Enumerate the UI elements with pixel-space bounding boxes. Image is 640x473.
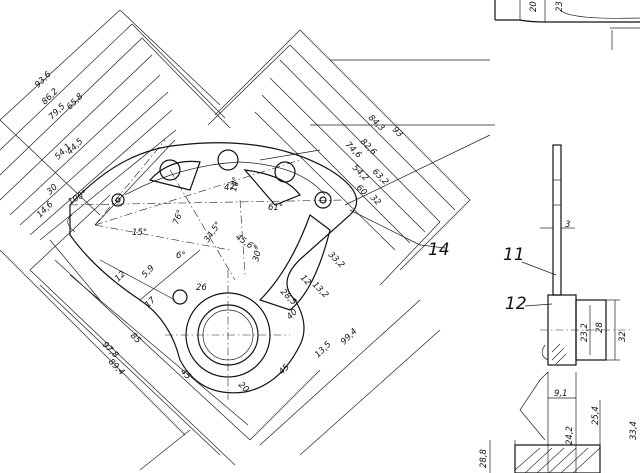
side-dim-28: 28 bbox=[595, 322, 605, 333]
right-dimension-labels: 93 84,3 82,6 74,6 63,2 54,2 60 32 bbox=[343, 113, 405, 208]
side-dim-32: 32 bbox=[618, 331, 628, 342]
dim-30: 30 bbox=[45, 182, 60, 197]
side-view: 20 23 3 28 23,2 32 9,1 bbox=[479, 0, 640, 473]
dim-65-8: 65,8 bbox=[65, 91, 86, 112]
angle-labels: 100° 47° 61° 30° 76° 34,5° 45,6° 15° 14°… bbox=[67, 176, 284, 263]
side-dim-28-8: 28,8 bbox=[479, 448, 489, 468]
dim-45-left: 45 bbox=[178, 367, 193, 382]
dim-26: 26 bbox=[196, 283, 207, 293]
angle-15: 15° bbox=[132, 228, 147, 238]
side-dim-3: 3 bbox=[565, 220, 570, 230]
dim-13-2: 13,2 bbox=[310, 280, 330, 300]
side-dim-25-4: 25,4 bbox=[591, 406, 601, 425]
dim-45-right: 45 bbox=[277, 362, 292, 377]
angle-76: 76° bbox=[171, 208, 186, 226]
angle-34-5: 34,5° bbox=[202, 220, 223, 245]
dim-54-2: 54,2 bbox=[350, 163, 370, 183]
dim-89-4: 89,4 bbox=[106, 357, 126, 377]
hatch-bottom bbox=[514, 447, 601, 473]
callouts: 14 11 12 bbox=[428, 240, 557, 314]
angle-14: 14° bbox=[229, 176, 241, 193]
angle-6: 6° bbox=[176, 251, 186, 261]
dim-33-2: 33,2 bbox=[326, 250, 346, 270]
dim-85: 85 bbox=[128, 331, 143, 346]
dim-17: 17 bbox=[143, 295, 158, 310]
angle-45-6: 45,6° bbox=[233, 232, 258, 253]
plate-contour bbox=[69, 142, 358, 394]
callout-14: 14 bbox=[428, 240, 450, 260]
dim-13-5: 13,5 bbox=[313, 340, 333, 360]
side-dim-9-1: 9,1 bbox=[554, 389, 568, 399]
dim-14-6: 14,6 bbox=[35, 199, 56, 220]
side-dim-33-4: 33,4 bbox=[629, 421, 639, 440]
dim-32: 32 bbox=[368, 193, 383, 208]
side-dim-24-2: 24,2 bbox=[565, 426, 575, 445]
callout-12: 12 bbox=[505, 294, 527, 314]
dim-84-3: 84,3 bbox=[366, 113, 386, 133]
dim-93-6: 93,6 bbox=[33, 69, 54, 90]
misc-dimension-labels: 12 17 5,9 26 33,2 13,2 28,5 12 13,5 45 4… bbox=[113, 250, 359, 377]
dim-93: 93 bbox=[390, 125, 405, 140]
construction-lines bbox=[49, 59, 490, 471]
angle-30: 30° bbox=[251, 246, 265, 263]
side-dim-23-2: 23,2 bbox=[580, 323, 590, 342]
lower-dimension-lines bbox=[0, 194, 441, 466]
callout-11: 11 bbox=[503, 245, 525, 265]
side-dim-23: 23 bbox=[555, 1, 565, 12]
hatch-fillet bbox=[551, 343, 567, 365]
dim-99-4: 99,4 bbox=[339, 327, 359, 347]
left-dimension-lines bbox=[0, 9, 231, 241]
side-dim-20: 20 bbox=[529, 1, 539, 12]
angle-61: 61° bbox=[268, 203, 283, 213]
dim-5-9: 5,9 bbox=[140, 263, 157, 280]
dim-97-8: 97,8 bbox=[100, 340, 121, 361]
angle-47: 47° bbox=[224, 183, 239, 193]
center-lines bbox=[69, 139, 346, 400]
right-dimension-lines bbox=[207, 29, 495, 286]
